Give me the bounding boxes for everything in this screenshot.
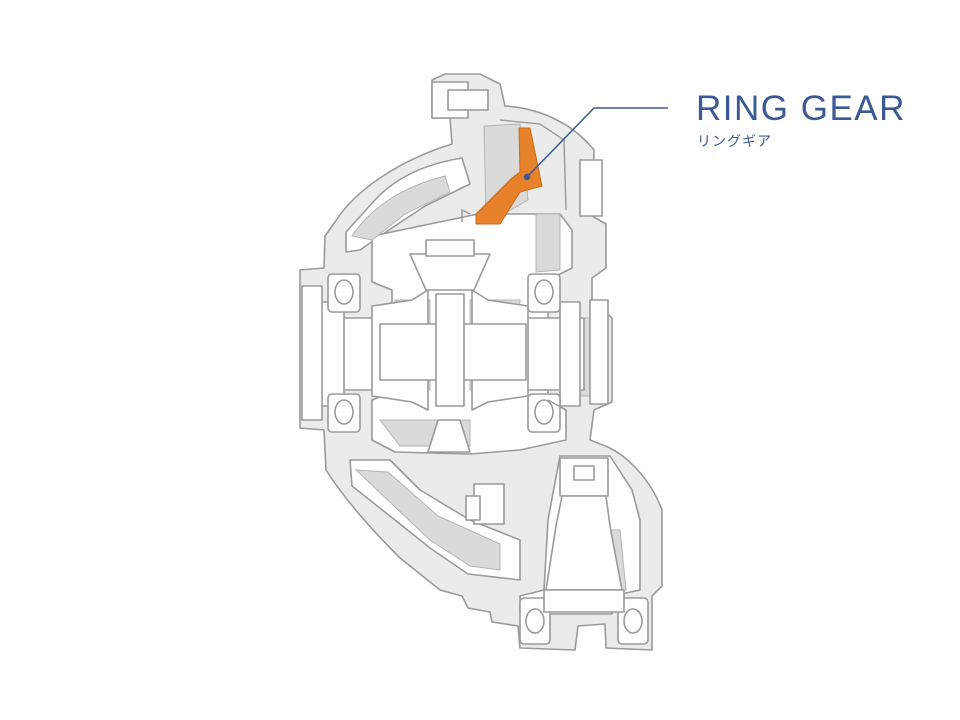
ring-gear-label-japanese: リングギア — [697, 134, 772, 150]
pinion-left-bearing-ball — [525, 608, 545, 634]
bearings — [327, 273, 649, 645]
pinion-head — [543, 589, 625, 613]
carrier-details — [301, 81, 609, 453]
ring-gear-highlight — [475, 127, 543, 225]
callout-leader — [523, 107, 668, 181]
right-carrier-bolt — [579, 159, 603, 217]
axle-and-side-gears — [317, 239, 585, 453]
ring-gear-label: RING GEAR — [696, 89, 906, 128]
right-flange-bolt — [589, 299, 609, 405]
lower-pinion-gear — [427, 419, 471, 453]
upper-left-bearing-ball — [334, 279, 354, 305]
drive-pinion — [465, 457, 625, 613]
upper-right-bearing-ball — [534, 279, 554, 305]
lower-left-bearing-ball — [334, 399, 354, 425]
right-bearing-race — [559, 301, 581, 407]
pinion-right-bearing-ball — [623, 608, 643, 634]
filler-plug-head — [447, 89, 489, 111]
leader-line — [526, 107, 668, 178]
center-block — [435, 293, 465, 407]
lower-right-bearing-ball — [534, 399, 554, 425]
drain-plug — [465, 495, 481, 521]
left-flange-bolt — [301, 285, 323, 421]
upper-pinion-cap — [425, 239, 475, 257]
pinion-nut — [573, 465, 595, 481]
leader-dot — [523, 173, 531, 181]
